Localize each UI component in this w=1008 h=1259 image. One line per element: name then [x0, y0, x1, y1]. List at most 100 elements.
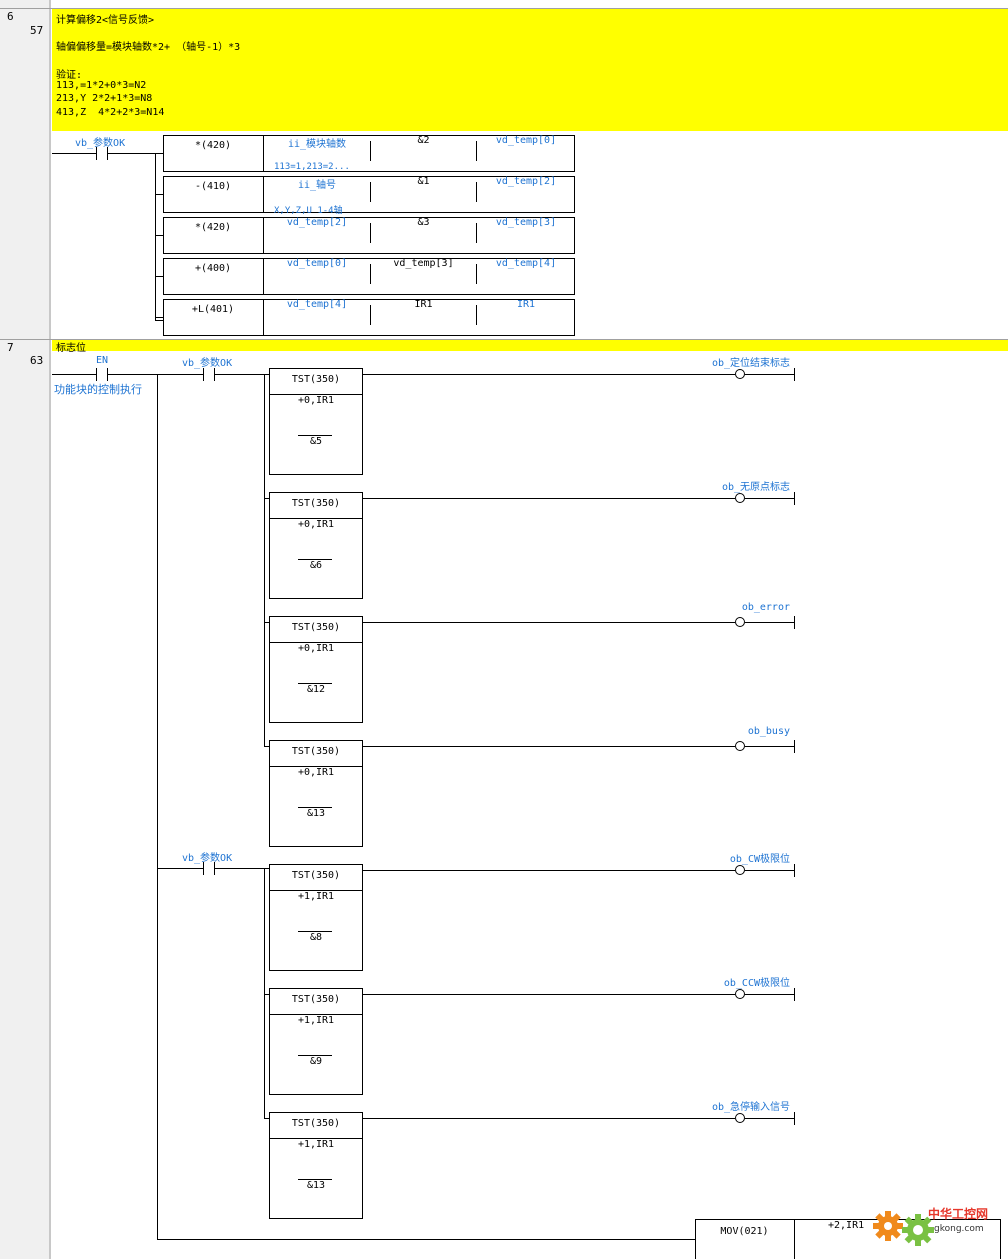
watermark-logo: 中华工控网 gkong.com: [873, 1206, 988, 1246]
tst-block[interactable]: [269, 492, 363, 599]
rung-separator: [0, 8, 1008, 9]
rung-number[interactable]: 7: [7, 341, 14, 354]
compute-block[interactable]: [163, 176, 575, 213]
tst-op: TST(350): [291, 498, 341, 509]
block-divider: [263, 258, 264, 295]
operand-c[interactable]: vd_temp[4]: [495, 258, 557, 269]
operand-c[interactable]: vd_temp[2]: [495, 176, 557, 187]
rung-comment-bg[interactable]: [52, 9, 1008, 131]
operand-divider: [476, 223, 477, 243]
tst-op: TST(350): [291, 374, 341, 385]
operand-divider: [476, 305, 477, 325]
tst-block[interactable]: [269, 368, 363, 475]
operand-c[interactable]: IR1: [516, 299, 536, 310]
output-wire: [745, 746, 795, 747]
tst-block[interactable]: [269, 616, 363, 723]
tst-divider: [269, 1014, 363, 1015]
operand-a[interactable]: vd_temp[2]: [286, 217, 348, 228]
operand-b[interactable]: IR1: [414, 299, 433, 310]
main-bus: [157, 374, 158, 1240]
bit-overline: [298, 683, 332, 684]
operand-a[interactable]: ii_模块轴数: [287, 139, 347, 150]
contact-bar: [107, 368, 108, 381]
compute-block[interactable]: [163, 217, 575, 254]
wire: [108, 153, 155, 154]
operand-c[interactable]: vd_temp[0]: [495, 135, 557, 146]
wire: [155, 153, 163, 154]
wire: [108, 374, 203, 375]
coil-label[interactable]: ob_急停输入信号: [711, 1102, 790, 1113]
block-divider: [263, 299, 264, 336]
contact-bar: [214, 862, 215, 875]
output-wire: [745, 870, 795, 871]
tst-block[interactable]: [269, 740, 363, 847]
en-note: 功能块的控制执行: [54, 383, 142, 396]
output-coil[interactable]: [735, 741, 745, 751]
right-rail: [794, 1112, 795, 1125]
wire: [157, 868, 203, 869]
operand-a[interactable]: vd_temp[0]: [286, 258, 348, 269]
operand-b[interactable]: &3: [417, 217, 430, 228]
coil-label[interactable]: ob_busy: [747, 726, 790, 737]
tst-block[interactable]: [269, 1112, 363, 1219]
operand-b[interactable]: vd_temp[3]: [393, 258, 454, 269]
output-coil[interactable]: [735, 493, 745, 503]
tst-bit: &13: [306, 1180, 326, 1191]
rung-comment: 标志位: [56, 343, 86, 354]
output-coil[interactable]: [735, 1113, 745, 1123]
operand-a-note: 113=1,213=2...: [274, 162, 350, 172]
compute-block[interactable]: [163, 258, 575, 295]
tst-divider: [269, 766, 363, 767]
operand-c[interactable]: vd_temp[3]: [495, 217, 557, 228]
coil-label[interactable]: ob_无原点标志: [721, 482, 790, 493]
operand-b[interactable]: &1: [417, 176, 430, 187]
coil-label[interactable]: ob_CCW极限位: [723, 978, 790, 989]
rung-number[interactable]: 6: [7, 10, 14, 23]
tst-op: TST(350): [291, 622, 341, 633]
bit-overline: [298, 1055, 332, 1056]
mov-divider: [794, 1219, 795, 1259]
compute-block[interactable]: [163, 299, 575, 336]
operand-a[interactable]: vd_temp[4]: [286, 299, 348, 310]
operand-divider: [370, 182, 371, 202]
output-coil[interactable]: [735, 369, 745, 379]
output-wire: [745, 622, 795, 623]
en-label[interactable]: EN: [96, 355, 109, 366]
output-coil[interactable]: [735, 865, 745, 875]
tst-source: +0,IR1: [297, 395, 335, 406]
output-wire: [363, 994, 735, 995]
right-rail: [794, 740, 795, 753]
tst-op: TST(350): [291, 870, 341, 881]
wire: [264, 1118, 270, 1119]
mov-block[interactable]: [695, 1219, 1001, 1259]
output-wire: [363, 622, 735, 623]
operand-b[interactable]: &2: [417, 135, 430, 146]
rung-comment-bg[interactable]: [52, 340, 1008, 351]
contact-label[interactable]: vb_参数OK: [75, 138, 126, 149]
compute-block[interactable]: [163, 135, 575, 172]
contact-label[interactable]: vb_参数OK: [182, 358, 233, 369]
coil-label[interactable]: ob_定位结束标志: [711, 358, 790, 369]
tst-bit: &8: [309, 932, 323, 943]
output-wire: [745, 498, 795, 499]
tst-op: TST(350): [291, 994, 341, 1005]
coil-label[interactable]: ob_error: [741, 602, 790, 613]
wire: [264, 498, 270, 499]
contact-label[interactable]: vb_参数OK: [182, 853, 233, 864]
rung-comment-line: 轴偏偏移量=模块轴数*2+ （轴号-1）*3: [56, 42, 241, 53]
mov-source: +2,IR1: [828, 1220, 865, 1231]
wire: [264, 994, 270, 995]
rung-comment-line: 验证:: [56, 70, 83, 81]
coil-label[interactable]: ob_CW极限位: [729, 854, 790, 865]
tst-divider: [269, 1138, 363, 1139]
wire: [157, 1239, 695, 1240]
output-coil[interactable]: [735, 617, 745, 627]
tst-block[interactable]: [269, 864, 363, 971]
tst-divider: [269, 890, 363, 891]
output-coil[interactable]: [735, 989, 745, 999]
branch-bus: [155, 153, 156, 321]
wire: [155, 320, 163, 321]
operand-a[interactable]: ii_轴号: [297, 180, 337, 191]
tst-source: +1,IR1: [297, 1015, 335, 1026]
tst-block[interactable]: [269, 988, 363, 1095]
